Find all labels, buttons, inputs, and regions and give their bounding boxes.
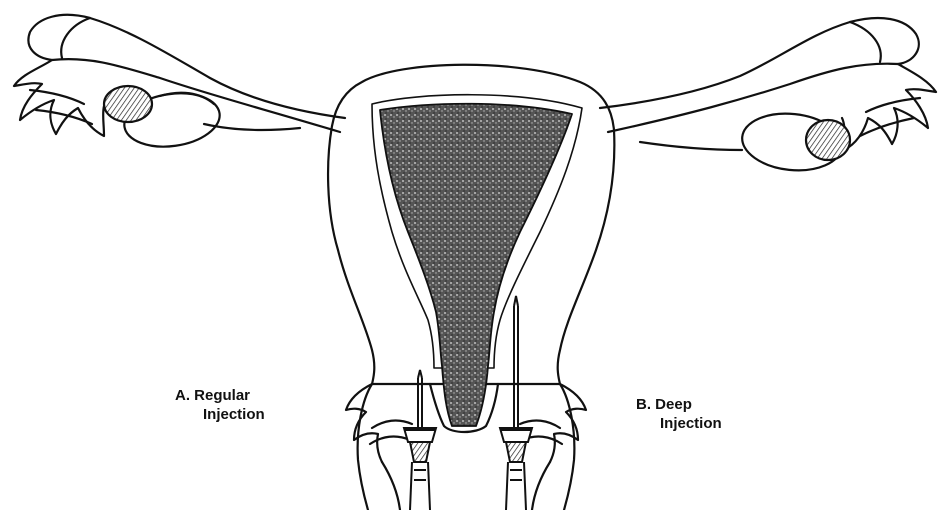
vaginal-wall-right bbox=[532, 462, 550, 510]
deep-injection-needle bbox=[500, 296, 532, 510]
label-deep-injection: B. Deep Injection bbox=[636, 395, 722, 433]
vaginal-fornix-right bbox=[550, 384, 586, 462]
label-a-line2: Injection bbox=[175, 405, 265, 424]
label-b-line2: Injection bbox=[636, 414, 722, 433]
label-a-letter: A. bbox=[175, 387, 190, 404]
label-regular-injection: A. Regular Injection bbox=[175, 386, 265, 424]
right-fimbriae bbox=[842, 64, 936, 150]
cervix bbox=[358, 384, 372, 510]
left-fallopian-tube bbox=[28, 15, 345, 132]
left-fimbriae bbox=[14, 60, 104, 136]
vaginal-wall-left bbox=[382, 462, 400, 510]
label-b-line1: Deep bbox=[655, 396, 692, 413]
vaginal-fornix-left bbox=[346, 384, 382, 462]
label-b-letter: B. bbox=[636, 396, 651, 413]
uterine-cavity bbox=[380, 104, 572, 426]
label-a-line1: Regular bbox=[194, 387, 250, 404]
